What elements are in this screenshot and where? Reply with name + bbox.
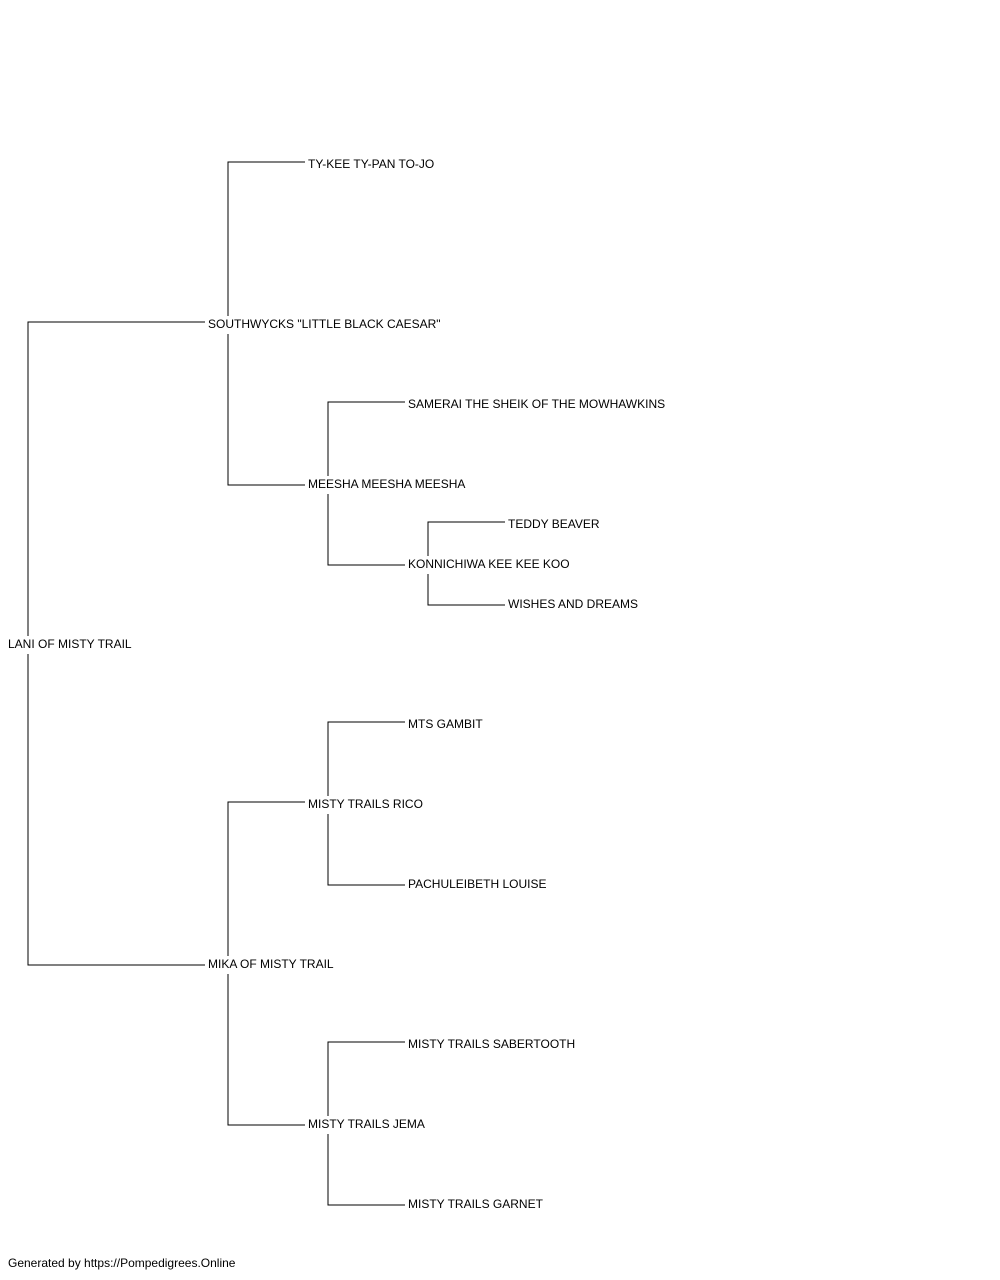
dam-dam-sire-name: MISTY TRAILS SABERTOOTH bbox=[408, 1037, 575, 1051]
dam-dam-name: MISTY TRAILS JEMA bbox=[308, 1117, 425, 1131]
connector-sire-dam-sire bbox=[327, 401, 405, 476]
subject-name: LANI OF MISTY TRAIL bbox=[8, 637, 132, 651]
sire-dam-dam-sire-name: TEDDY BEAVER bbox=[508, 517, 600, 531]
connector-sire-dam-dam-sire bbox=[427, 521, 505, 556]
dam-sire-sire-name: MTS GAMBIT bbox=[408, 717, 483, 731]
dam-sire-name: MISTY TRAILS RICO bbox=[308, 797, 423, 811]
connector-sire-sire bbox=[227, 161, 305, 316]
connector-dam-sire-dam bbox=[327, 814, 405, 886]
connector-sire-dam-dam-dam bbox=[427, 574, 505, 606]
sire-dam-name: MEESHA MEESHA MEESHA bbox=[308, 477, 465, 491]
dam-sire-dam-name: PACHULEIBETH LOUISE bbox=[408, 877, 546, 891]
connector-dam-dam-sire bbox=[327, 1041, 405, 1116]
connector-dam-sire bbox=[227, 801, 305, 956]
connector-sire-dam-dam bbox=[327, 494, 405, 566]
sire-dam-dam-name: KONNICHIWA KEE KEE KOO bbox=[408, 557, 570, 571]
pedigree-tree: LANI OF MISTY TRAIL SOUTHWYCKS "LITTLE B… bbox=[8, 157, 665, 1211]
connector-dam-dam bbox=[227, 974, 305, 1126]
connector-lines bbox=[27, 161, 505, 1206]
connector-sire-dam bbox=[227, 334, 305, 486]
dam-dam-dam-name: MISTY TRAILS GARNET bbox=[408, 1197, 544, 1211]
sire-name: SOUTHWYCKS "LITTLE BLACK CAESAR" bbox=[208, 317, 441, 331]
sire-sire-name: TY-KEE TY-PAN TO-JO bbox=[308, 157, 434, 171]
sire-dam-dam-dam-name: WISHES AND DREAMS bbox=[508, 597, 638, 611]
dam-name: MIKA OF MISTY TRAIL bbox=[208, 957, 334, 971]
connector-dam-dam-dam bbox=[327, 1134, 405, 1206]
footer-credit: Generated by https://Pompedigrees.Online bbox=[8, 1256, 236, 1270]
connector-dam-sire-sire bbox=[327, 721, 405, 796]
connector-subject-dam bbox=[27, 654, 205, 966]
sire-dam-sire-name: SAMERAI THE SHEIK OF THE MOWHAWKINS bbox=[408, 397, 665, 411]
connector-subject-sire bbox=[27, 321, 205, 636]
